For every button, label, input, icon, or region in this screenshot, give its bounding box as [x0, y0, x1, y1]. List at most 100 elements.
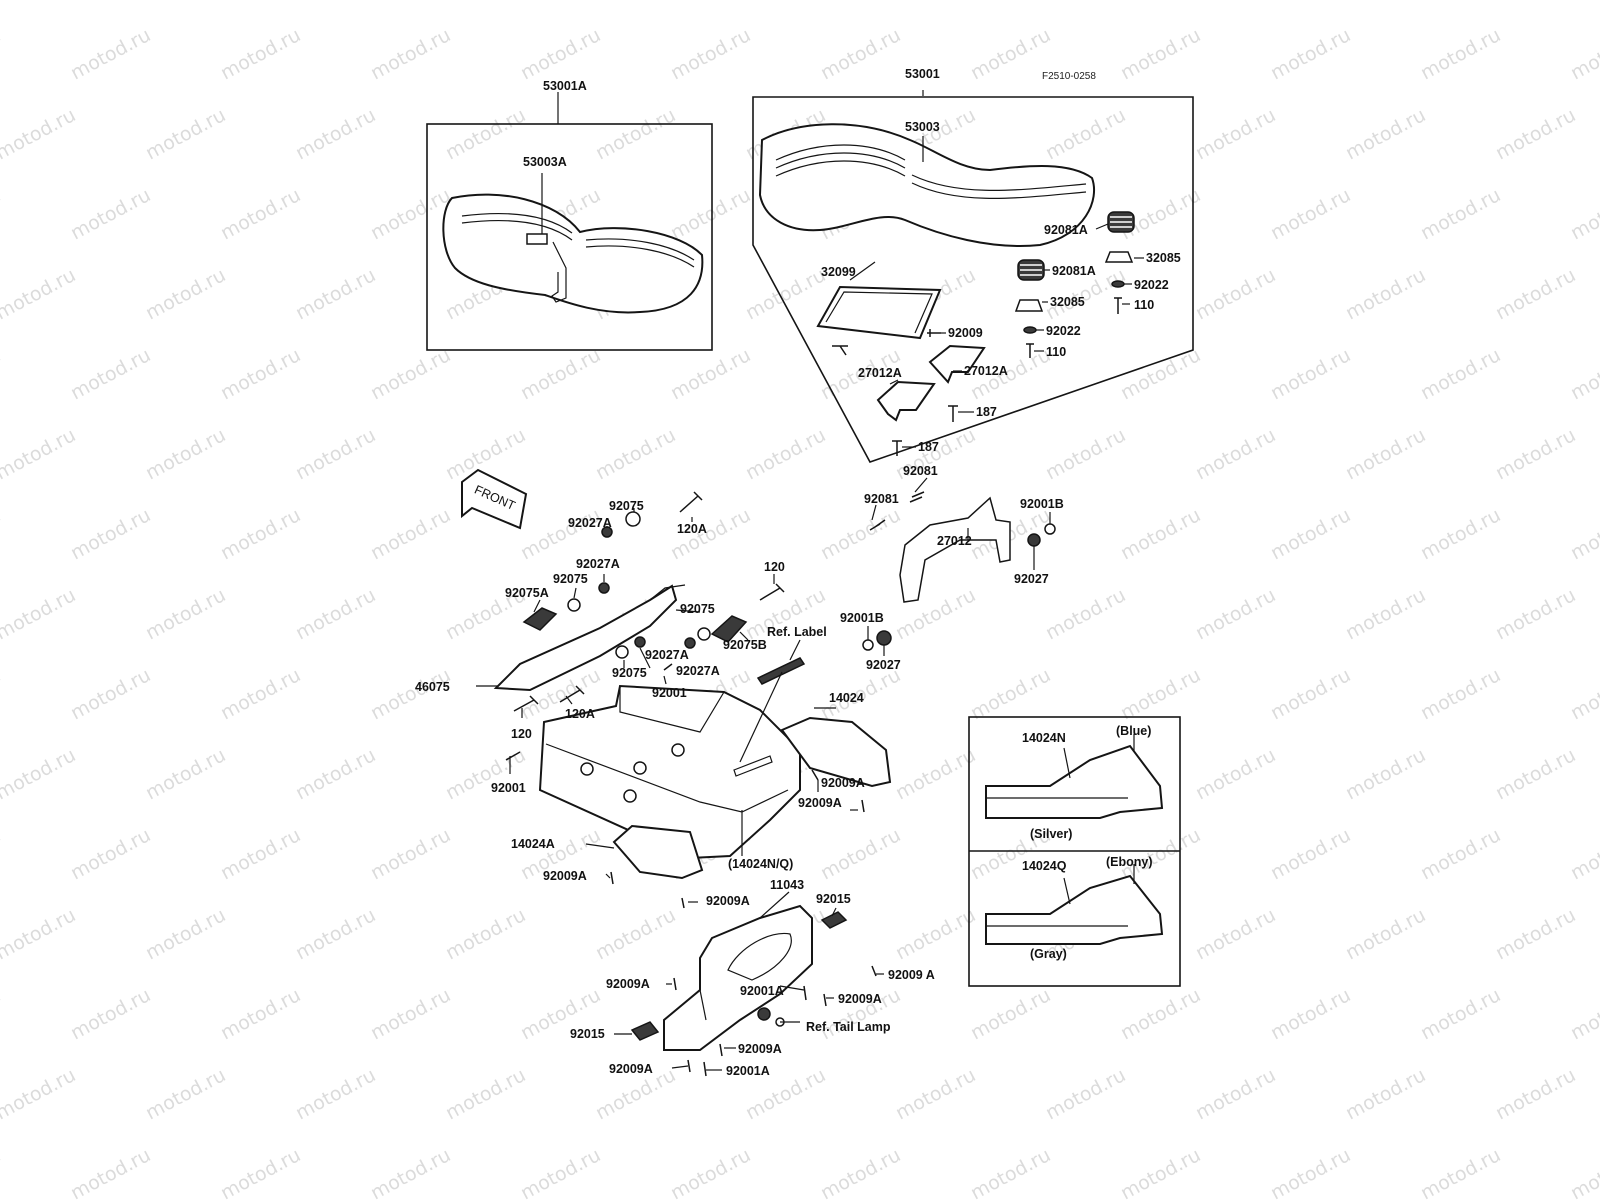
bolt-92001B-2-icon — [862, 639, 874, 651]
label-53003: 53003 — [905, 120, 940, 134]
damper-92027A-2-icon — [598, 582, 610, 594]
label-color-blue: (Blue) — [1116, 724, 1151, 738]
bolt-120A-1-icon — [679, 491, 703, 513]
bolt-92001A-2-icon — [703, 1061, 707, 1077]
bracket-27012A-2-icon — [928, 344, 986, 384]
label-92081A-1: 92081A — [1044, 223, 1088, 237]
lamp-grommet-icon — [757, 1007, 771, 1021]
label-92075B: 92075B — [723, 638, 767, 652]
label-92001A-2: 92001A — [726, 1064, 770, 1078]
bolt-92001-1-icon — [663, 663, 673, 671]
bolt-92009A-3-icon — [610, 871, 614, 885]
damper-92027-1-icon — [1027, 533, 1041, 547]
color-variants-group — [968, 716, 1181, 987]
bolt-92009A-8-icon — [719, 1043, 723, 1057]
label-92015-1: 92015 — [816, 892, 851, 906]
collar-92075-3-icon — [697, 627, 711, 641]
bolt-187-2-icon — [892, 440, 902, 456]
damper-32085-2-icon — [1014, 299, 1044, 312]
collar-92075-4-icon — [615, 645, 629, 659]
seat-53001A-group — [426, 92, 713, 351]
label-92001B-2: 92001B — [840, 611, 884, 625]
label-92001B-1: 92001B — [1020, 497, 1064, 511]
label-color-silver: (Silver) — [1030, 827, 1072, 841]
label-92009A-3: 92009A — [543, 869, 587, 883]
label-92075-1: 92075 — [609, 499, 644, 513]
bolt-92009-1-icon — [927, 329, 941, 337]
label-187-2: 187 — [918, 440, 939, 454]
label-53003A: 53003A — [523, 155, 567, 169]
bolt-120-1-icon — [759, 583, 785, 601]
cover-14024-icon — [780, 716, 892, 788]
label-27012A-2: 27012A — [964, 364, 1008, 378]
label-110-2: 110 — [1046, 345, 1066, 359]
label-92009A-9: 92009A — [609, 1062, 653, 1076]
label-92027A-1: 92027A — [568, 516, 612, 530]
label-14024A: 14024A — [511, 837, 555, 851]
label-92009-1: 92009 — [948, 326, 983, 340]
collar-92075-1-icon — [625, 511, 641, 527]
tray-32099-icon — [816, 285, 942, 340]
label-92022-2: 92022 — [1046, 324, 1081, 338]
screw-110-1-icon — [1114, 297, 1122, 314]
label-92027-1: 92027 — [1014, 572, 1049, 586]
label-110-1: 110 — [1134, 298, 1154, 312]
label-92009A-2: 92009A — [798, 796, 842, 810]
label-92081A-2: 92081A — [1052, 264, 1096, 278]
label-92027A-3: 92027A — [645, 648, 689, 662]
label-92009A-1: 92009A — [821, 776, 865, 790]
label-92027A-4: 92027A — [676, 664, 720, 678]
bolt-92001-2-icon — [505, 751, 521, 761]
bolt-92009A-7-icon — [823, 993, 827, 1007]
label-92009A-6: 92009 A — [888, 968, 935, 982]
label-92001A-1: 92001A — [740, 984, 784, 998]
cover-14024N-icon — [985, 744, 1164, 819]
label-27012: 27012 — [937, 534, 972, 548]
bolt-92009A-6-icon — [871, 965, 877, 977]
spring-92081A-1-icon — [1107, 211, 1135, 233]
collar-92075-2-icon — [567, 598, 581, 612]
label-11043: 11043 — [770, 878, 804, 892]
label-92075-4: 92075 — [612, 666, 647, 680]
label-92015-2: 92015 — [570, 1027, 605, 1041]
label-120-2: 120 — [511, 727, 532, 741]
label-92009A-8: 92009A — [738, 1042, 782, 1056]
bolt-120A-2-icon — [559, 685, 585, 703]
bracket-27012-icon — [899, 496, 1011, 603]
label-92001-2: 92001 — [491, 781, 526, 795]
bolt-92001B-1-icon — [1044, 523, 1056, 535]
label-14024: 14024 — [829, 691, 864, 705]
label-92009A-5: 92009A — [606, 977, 650, 991]
leader-lines — [476, 223, 1144, 1071]
label-120-1: 120 — [764, 560, 785, 574]
label-46075: 46075 — [415, 680, 450, 694]
label-92081-2: 92081 — [864, 492, 899, 506]
drawing-code: F2510-0258 — [1042, 71, 1096, 82]
seat-53003-icon — [758, 123, 1096, 247]
label-32085-1: 32085 — [1146, 251, 1181, 265]
label-92009A-7: 92009A — [838, 992, 882, 1006]
label-53001A: 53001A — [543, 79, 587, 93]
label-ref-label: Ref. Label — [767, 625, 827, 639]
label-92075A: 92075A — [505, 586, 549, 600]
bolt-92001A-1-icon — [803, 985, 807, 1001]
bolt-92009A-2-icon — [861, 799, 865, 813]
bolt-92009A-5-icon — [673, 977, 677, 991]
label-92075-3: 92075 — [680, 602, 715, 616]
label-27012A-1: 27012A — [858, 366, 902, 380]
label-92001-1: 92001 — [652, 686, 687, 700]
bolt-120-2-icon — [513, 695, 539, 712]
label-53001: 53001 — [905, 67, 940, 81]
spring-92081-2-icon — [909, 491, 925, 503]
seat-lock-icon — [526, 233, 548, 245]
ref-label-sticker-icon — [756, 657, 806, 685]
damper-92027A-4-icon — [684, 637, 696, 649]
label-14024NQ: (14024N/Q) — [728, 857, 793, 871]
washer-92022-2-icon — [1023, 326, 1037, 334]
part-labels: 53001A 53003A 53001 53003 92081A 32085 9… — [415, 67, 1181, 1078]
label-120A-2: 120A — [565, 707, 595, 721]
damper-92027-2-icon — [876, 630, 892, 646]
